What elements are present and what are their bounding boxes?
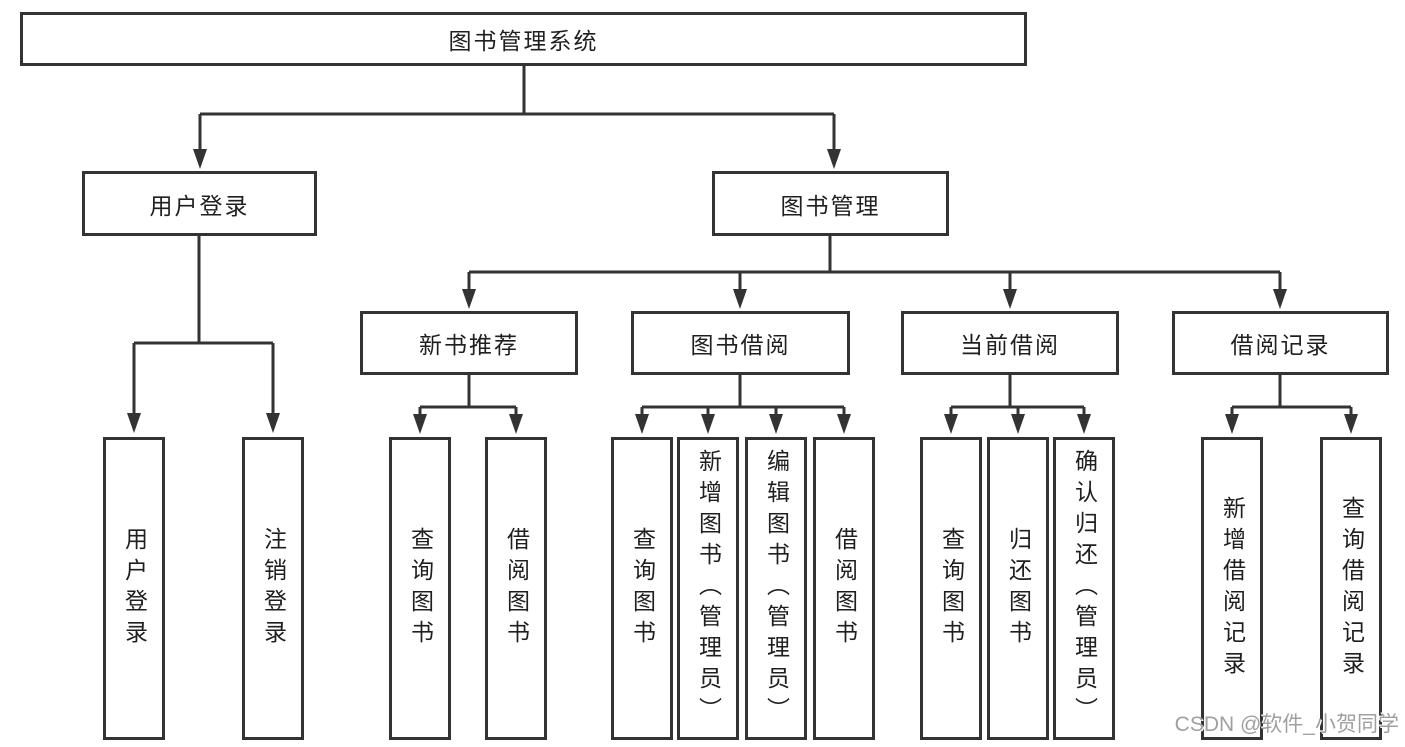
connector-current-borrowing: [949, 375, 1086, 416]
leaf-confirm-return-admin-label: 确认归还（管理员）: [1071, 449, 1098, 728]
leaf-return-books: 归还图书: [987, 437, 1049, 740]
connector-borrow-records: [1230, 375, 1353, 416]
arrowhead: [193, 149, 207, 169]
arrowhead: [266, 413, 280, 433]
node-current-borrowing: 当前借阅: [901, 311, 1119, 375]
connector-book-borrowing: [640, 375, 846, 416]
arrowhead: [769, 414, 783, 434]
csdn-watermark: CSDN @软件_小贺同学: [1174, 713, 1399, 736]
arrowhead: [509, 414, 523, 434]
arrowhead: [1344, 414, 1358, 434]
arrowhead: [1011, 414, 1025, 434]
leaf-add-books-admin: 新增图书（管理员）: [677, 437, 739, 740]
connector-new-book-recommend: [418, 375, 518, 416]
leaf-logout: 注销登录: [242, 437, 304, 740]
arrowhead: [1273, 289, 1287, 309]
node-borrow-records: 借阅记录: [1172, 311, 1389, 375]
node-user-login: 用户登录: [82, 171, 317, 236]
leaf-query-borrow-record-label: 查询借阅记录: [1338, 495, 1365, 682]
leaf-query-books-borrowing: 查询图书: [611, 437, 673, 740]
leaf-query-books-recommend-label: 查询图书: [407, 526, 434, 651]
leaf-query-books-recommend: 查询图书: [389, 437, 451, 740]
node-book-borrowing: 图书借阅: [631, 311, 850, 375]
leaf-add-borrow-record-label: 新增借阅记录: [1219, 495, 1246, 682]
arrowhead: [1077, 414, 1091, 434]
leaf-borrow-books-recommend-label: 借阅图书: [503, 526, 530, 651]
connector-book-management: [467, 236, 1282, 291]
leaf-edit-books-admin: 编辑图书（管理员）: [745, 437, 807, 740]
connector-root: [198, 66, 836, 150]
arrowhead: [944, 414, 958, 434]
node-root: 图书管理系统: [20, 12, 1027, 66]
arrowhead: [701, 414, 715, 434]
leaf-borrow-books-borrowing-label: 借阅图书: [831, 526, 858, 651]
leaf-borrow-books-recommend: 借阅图书: [485, 437, 547, 740]
arrowhead: [733, 289, 747, 309]
leaf-user-login: 用户登录: [103, 437, 165, 740]
node-current-borrowing-label: 当前借阅: [960, 332, 1060, 358]
arrowhead: [635, 414, 649, 434]
node-book-management-label: 图书管理: [780, 192, 881, 219]
leaf-add-books-admin-label: 新增图书（管理员）: [695, 449, 722, 728]
leaf-query-books-current: 查询图书: [920, 437, 982, 740]
arrowhead: [462, 289, 476, 309]
leaf-borrow-books-borrowing: 借阅图书: [813, 437, 875, 740]
node-borrow-records-label: 借阅记录: [1230, 332, 1331, 358]
node-root-label: 图书管理系统: [448, 28, 599, 54]
leaf-return-books-label: 归还图书: [1005, 526, 1032, 651]
arrowhead: [1003, 289, 1017, 309]
arrowhead: [1225, 414, 1239, 434]
arrowhead: [827, 149, 841, 169]
leaf-add-borrow-record: 新增借阅记录: [1201, 437, 1263, 740]
arrowhead: [127, 413, 141, 433]
arrowhead: [413, 414, 427, 434]
arrowhead: [837, 414, 851, 434]
node-user-login-label: 用户登录: [149, 192, 250, 219]
node-book-management: 图书管理: [712, 171, 949, 236]
leaf-confirm-return-admin: 确认归还（管理员）: [1053, 437, 1115, 740]
node-new-book-recommend: 新书推荐: [360, 311, 578, 375]
leaf-edit-books-admin-label: 编辑图书（管理员）: [763, 449, 790, 728]
leaf-user-login-label: 用户登录: [121, 526, 148, 651]
node-book-borrowing-label: 图书借阅: [690, 332, 791, 358]
leaf-query-borrow-record: 查询借阅记录: [1320, 437, 1382, 740]
leaf-query-books-current-label: 查询图书: [938, 526, 965, 651]
connector-user-login: [132, 236, 275, 414]
leaf-query-books-borrowing-label: 查询图书: [629, 526, 656, 651]
node-new-book-recommend-label: 新书推荐: [419, 332, 519, 358]
leaf-logout-label: 注销登录: [260, 526, 287, 651]
